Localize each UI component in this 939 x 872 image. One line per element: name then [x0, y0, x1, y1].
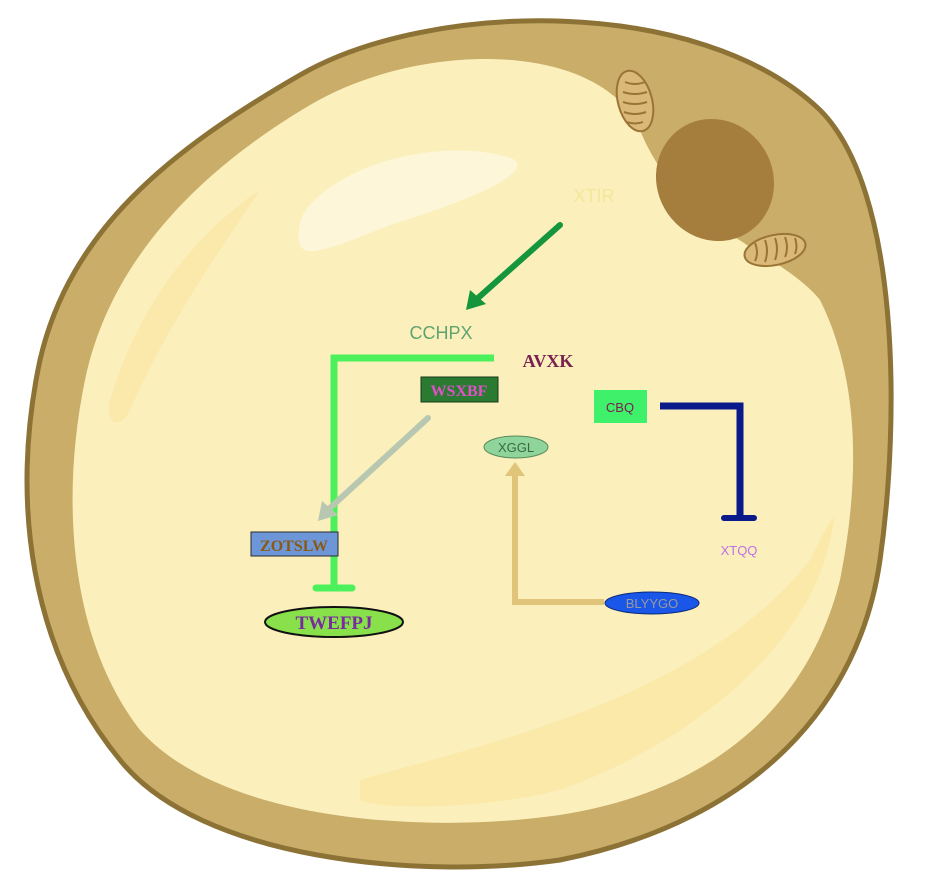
node-zotslw: ZOTSLW [250, 531, 339, 557]
node-wsxbf-label: WSXBF [431, 383, 488, 400]
cytoplasm [72, 58, 854, 823]
cytoplasm-highlight [109, 190, 260, 423]
node-xggl-label: XGGL [498, 440, 534, 455]
edge-wsxbf-to-zotslw [318, 415, 431, 521]
node-zotslw-label: ZOTSLW [260, 538, 328, 555]
cytoplasm-highlight [360, 518, 834, 807]
mitochondrion [743, 232, 807, 268]
node-xggl: XGGL [483, 435, 549, 459]
node-twefpj: TWEFPJ [264, 606, 404, 638]
node-cbq: CBQ [594, 390, 647, 423]
node-xtir: XTIR [573, 186, 614, 206]
edge-blyygo-to-xggl [505, 462, 604, 605]
node-blyygo: BLYYGO [604, 591, 700, 615]
edge-xtir-to-cchpx [466, 222, 563, 310]
edge-cchpx-to-twefpj [312, 354, 494, 592]
node-cchpx: CCHPX [409, 323, 472, 343]
edge-cbq-to-xtqq [660, 402, 757, 521]
node-twefpj-label: TWEFPJ [295, 613, 372, 634]
node-blyygo-label: BLYYGO [626, 596, 679, 611]
mitochondrion [615, 69, 655, 133]
nucleus [655, 118, 775, 242]
node-avxk: AVXK [523, 351, 574, 371]
node-cbq-label: CBQ [606, 400, 634, 415]
node-xtqq: XTQQ [721, 543, 758, 558]
cytoplasm-highlight [298, 150, 518, 252]
node-wsxbf: WSXBF [420, 376, 499, 403]
